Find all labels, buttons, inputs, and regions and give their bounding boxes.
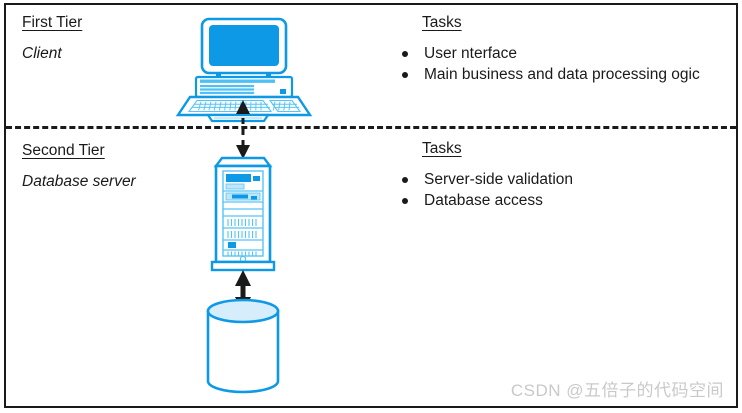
desktop-computer-icon <box>175 17 313 123</box>
tasks-list-second-tier: Server-side validation Database access <box>400 169 573 211</box>
tasks-heading-first-tier: Tasks <box>422 14 462 31</box>
tasks-heading-second-tier: Tasks <box>422 140 462 157</box>
client-to-server-connector <box>236 100 250 159</box>
watermark-text: CSDN @五倍子的代码空间 <box>510 381 724 400</box>
tier-subtitle-database-server: Database server <box>22 173 136 190</box>
tier-heading-first: First Tier <box>22 14 83 31</box>
database-cylinder-icon <box>206 298 280 394</box>
list-item: Main business and data processing ogic <box>400 64 700 85</box>
server-tower-icon <box>210 156 276 272</box>
list-item: Database access <box>400 190 573 211</box>
tier-heading-second: Second Tier <box>22 142 105 159</box>
list-item: Server-side validation <box>400 169 573 190</box>
tasks-list-first-tier: User nterface Main business and data pro… <box>400 43 700 85</box>
diagram-border <box>4 3 738 408</box>
list-item: User nterface <box>400 43 700 64</box>
tier-subtitle-client: Client <box>22 45 62 62</box>
tier-divider <box>6 126 736 129</box>
